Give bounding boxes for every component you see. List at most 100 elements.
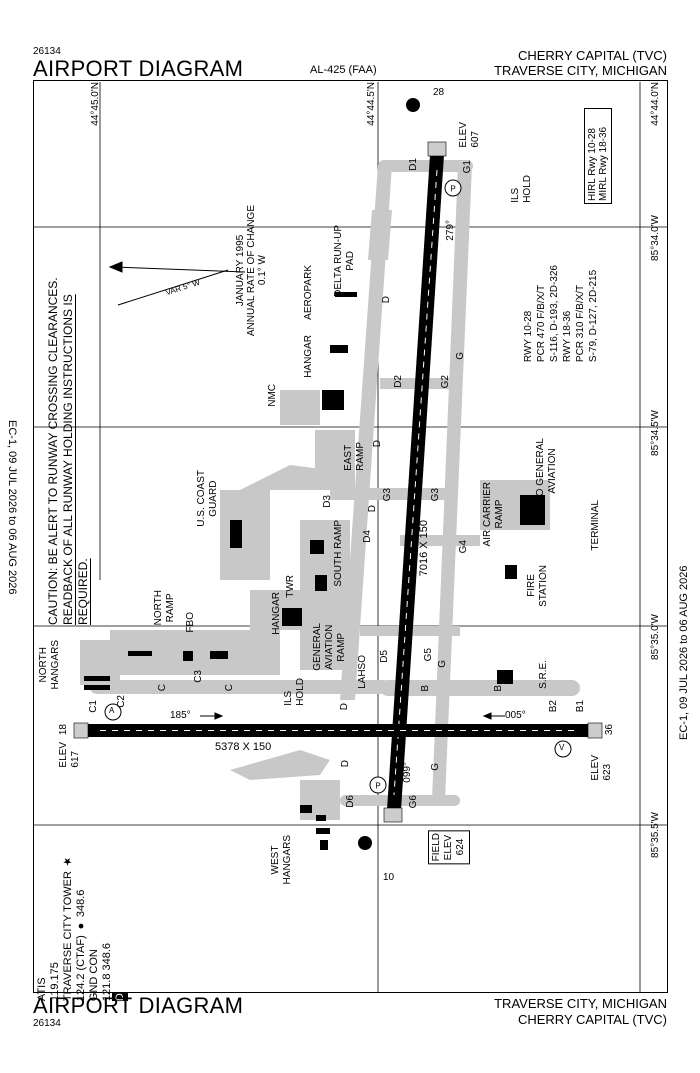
ils-hold-w-a: ILS [283,690,294,706]
rwy1028-pcr: PCR 470 F/B/X/T [536,284,547,363]
north-ramp-a: NORTH [153,590,164,626]
buildings [84,292,545,850]
ga-ramp-a: GENERAL [312,623,323,671]
lon-8534-5-label: 85°34.5'W [650,410,661,456]
east-ramp-a: EAST [343,444,354,471]
tw-d6: D6 [345,795,356,808]
hdg-005: 005° [505,710,526,721]
air-carrier-b: RAMP [494,499,505,529]
elev-617-b: 617 [70,750,81,768]
rwy1028-label: RWY 10-28 [523,310,534,363]
tw-d1: D1 [408,158,419,171]
page-title-top: AIRPORT DIAGRAM [33,56,244,81]
tw-v: V [559,743,565,752]
east-ramp-b: RAMP [355,442,366,471]
tw-g-bottom: G [430,763,441,771]
rwy1836-pcr: PCR 310 F/B/X/T [575,284,586,363]
tw-d-south: D [339,703,350,711]
tower-freq: 124.2 (CTAF) [75,935,87,1002]
rwy1028-wt: S-116, D-193, 2D-326 [549,265,560,363]
chart-number-top: 26134 [33,46,61,57]
lahso-label: LAHSO [357,655,368,689]
cycle-left: EC-1, 09 JUL 2026 to 06 AUG 2026 [6,420,18,595]
page-title-bottom: AIRPORT DIAGRAM [33,993,244,1018]
beacon-icons [358,98,420,850]
tw-d-north: D [381,296,392,304]
city-bottom: TRAVERSE CITY, MICHIGAN [494,996,667,1011]
north-hangars-a: NORTH [38,647,49,683]
tw-g5: G5 [423,648,434,662]
magvar-rate-value: 0.1° W [257,255,268,286]
tw-d4: D4 [362,530,373,543]
tw-c-west: C [157,684,168,692]
comms-block: ATIS 119.175 TRAVERSE CITY TOWER ★ 124.2… [36,855,128,1002]
p-marker-north: P [450,185,455,194]
runway-data-block: RWY 10-28 PCR 470 F/B/X/T S-116, D-193, … [522,265,600,362]
rwy-long-dim: 7016 X 150 [418,520,430,577]
air-carrier-a: AIR CARRIER [482,482,493,547]
caution-block: CAUTION: BE ALERT TO RUNWAY CROSSING CLE… [46,225,91,625]
tw-b2: B2 [548,700,559,713]
twr-label: TWR [285,575,296,598]
west-hangars-b: HANGARS [282,835,293,885]
chart-number-bottom: 26134 [33,1018,61,1029]
tw-d-east: D [372,440,383,448]
lat-4444-5-label: 44°44.5'N [366,82,377,126]
hirl-label: HIRL Rwy 10-28 [587,128,598,201]
lat-4445-label: 44°45.0'N [90,82,101,126]
no-ga-a: NO GENERAL [535,438,546,504]
ils-hold-w-b: HOLD [295,678,306,706]
south-ramp-label: SOUTH RAMP [333,520,344,587]
no-ga-b: AVIATION [547,448,558,494]
ils-hold-ne-a: ILS [510,187,521,203]
tw-c3: C3 [193,670,204,683]
procedure-id: AL-425 (FAA) [310,64,377,76]
hangar-north-label: HANGAR [303,335,314,378]
tw-g6: G6 [408,795,419,809]
elev-607-a: ELEV [458,122,469,148]
field-elev-a: FIELD [431,833,442,862]
uscg-a: U.S. COAST [196,470,207,527]
tw-g4: G4 [458,540,469,554]
lighting-box: HIRL Rwy 10-28 MIRL Rwy 18-36 [584,108,612,204]
field-elev-c: 624 [455,838,466,856]
runway-10-28 [387,155,444,810]
rwy-18-num: 18 [58,724,69,736]
west-hangars-a: WEST [270,845,281,875]
field-elev-b: ELEV [443,834,454,860]
terminal-label: TERMINAL [590,500,601,551]
fbo-label: FBO [185,612,196,633]
airport-name-bottom: CHERRY CAPITAL (TVC) [517,1012,667,1027]
delta-runup-b: PAD [345,251,356,271]
delta-runup-a: DELTA RUN-UP [333,225,344,297]
tw-g2: G2 [440,375,451,389]
tw-a: A [109,706,115,715]
lon-8534-label: 85°34.0'W [650,215,661,261]
lon-8535-5-label: 85°35.5'W [650,812,661,858]
ga-ramp-c: RAMP [336,632,347,662]
heading-arrows [200,712,505,720]
mirl-label: MIRL Rwy 18-36 [598,126,609,201]
lat-lon-grid [33,82,668,993]
threshold-markers [73,141,603,823]
caution-line1: CAUTION: BE ALERT TO RUNWAY CROSSING CLE… [46,277,60,625]
tw-c2: C2 [116,695,127,708]
tw-d5: D5 [379,650,390,663]
north-ramp-b: RAMP [165,593,176,623]
hangar-south-label: HANGAR [271,592,282,635]
p-marker-south: P [375,782,380,791]
ils-hold-ne-b: HOLD [522,175,533,203]
tw-d3: D3 [322,495,333,508]
elev-623-b: 623 [602,763,613,781]
